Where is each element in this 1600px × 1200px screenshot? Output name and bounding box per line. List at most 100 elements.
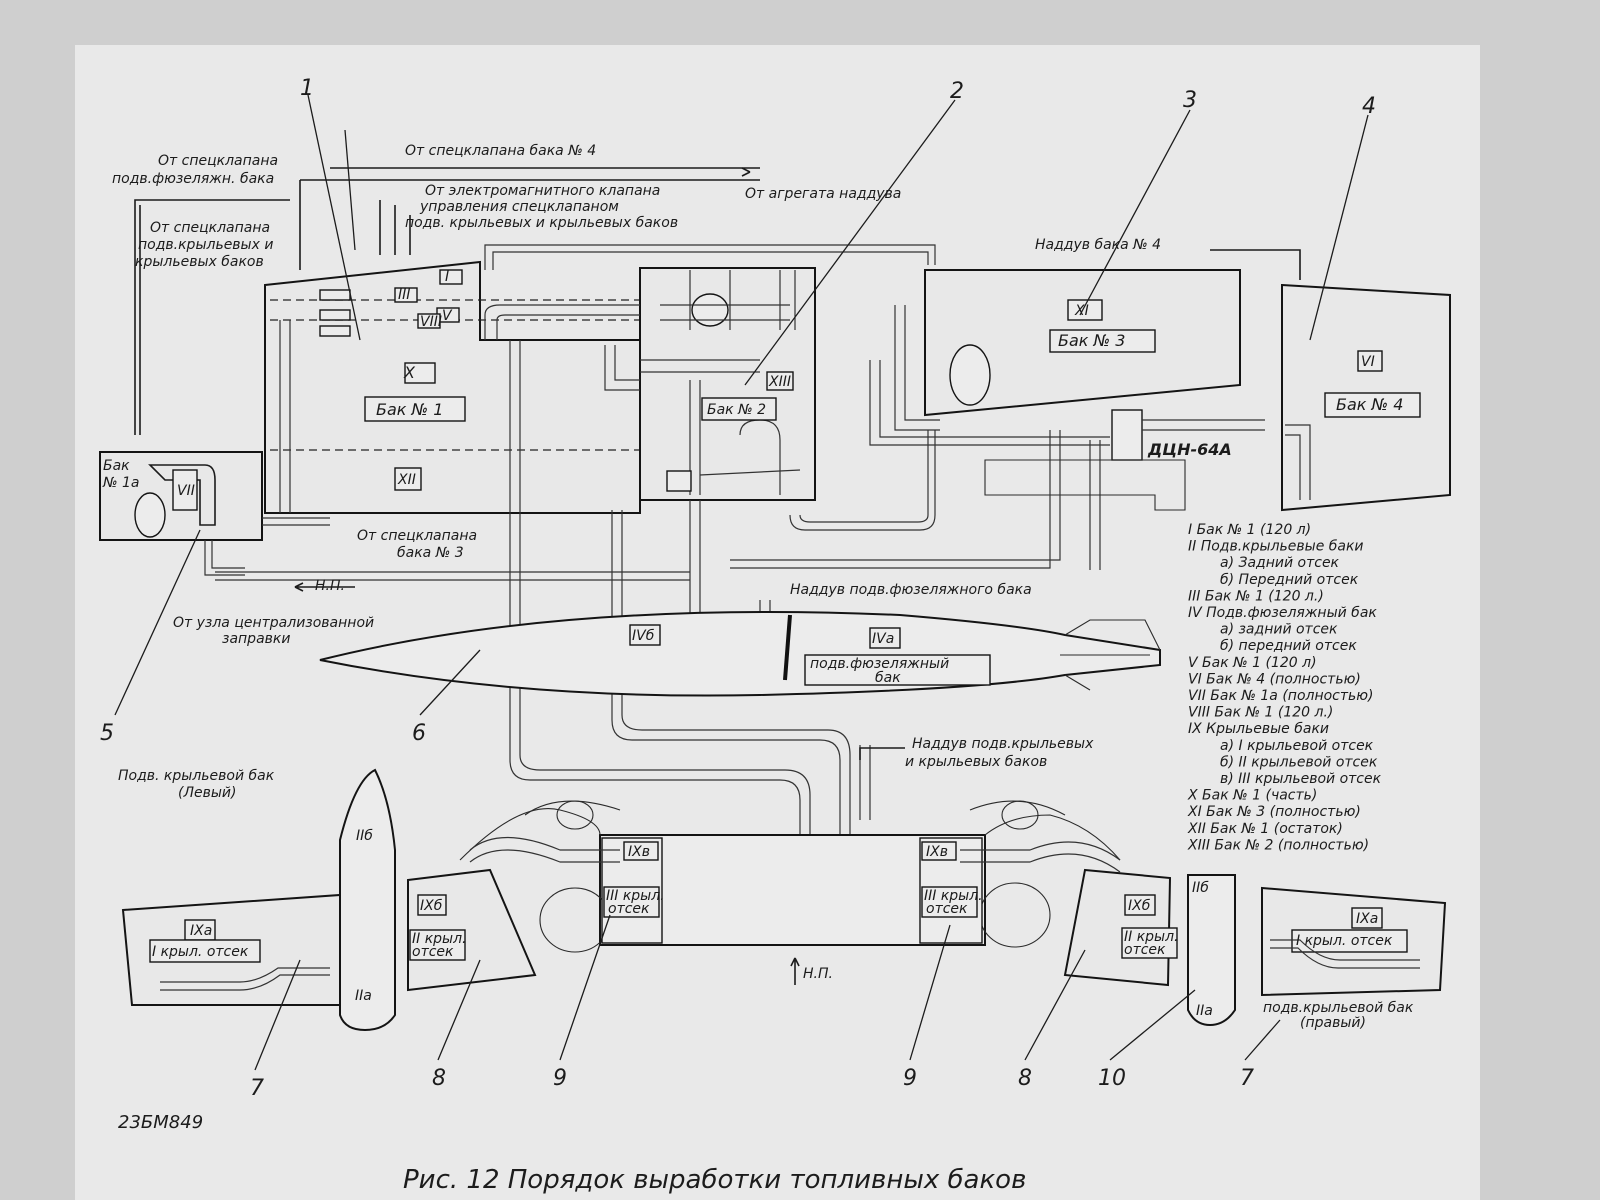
ann-elektro-3: подв. крыльевых и крыльевых баков xyxy=(405,215,678,231)
roman-xi-label: XI xyxy=(1074,303,1089,319)
ann-agregata: От агрегата наддува xyxy=(745,186,901,202)
tank-1-label: Бак № 1 xyxy=(376,400,443,419)
legend-item: III Бак № 1 (120 л.) xyxy=(1188,588,1324,604)
ann-spec-kryl-2: подв.крыльевых и xyxy=(138,237,273,253)
ann-spec-kryl-3: крыльевых баков xyxy=(135,254,264,270)
wing-section xyxy=(121,745,1447,1032)
ann-elektro-1: От электромагнитного клапана xyxy=(425,183,660,199)
legend-item: II Подв.крыльевые баки xyxy=(1188,539,1364,555)
legend-item: XII Бак № 1 (остаток) xyxy=(1187,821,1343,837)
dcn-pump xyxy=(984,409,1265,570)
tank-2 xyxy=(639,267,816,501)
ann-nadduv-podv-fuz: Наддув подв.фюзеляжного бака xyxy=(790,582,1032,598)
roman-iib-left: IIб xyxy=(356,828,373,844)
iii-kryl-right-2: отсек xyxy=(926,901,968,917)
tank-2-label: Бак № 2 xyxy=(707,402,766,418)
ii-kryl-right-2: отсек xyxy=(1124,942,1166,958)
ann-podv-kryl-left-1: Подв. крыльевой бак xyxy=(118,768,275,784)
ann-spec-bak3-1: От спецклапана xyxy=(357,528,477,544)
legend-item: IV Подв.фюзеляжный бак xyxy=(1188,605,1377,621)
callout-3: 3 xyxy=(1183,88,1197,113)
roman-x-label: X xyxy=(403,363,416,382)
legend-item: XIII Бак № 2 (полностью) xyxy=(1187,837,1369,853)
ann-podv-kryl-right-2: (правый) xyxy=(1300,1015,1366,1031)
roman-vi-label: VI xyxy=(1361,354,1375,370)
legend-item: а) Задний отсек xyxy=(1220,555,1340,571)
callout-7-right: 7 xyxy=(1240,1066,1254,1091)
tank-3 xyxy=(869,269,1241,446)
roman-iia-left: IIа xyxy=(355,988,372,1004)
legend-item: б) Передний отсек xyxy=(1220,572,1359,588)
ventral-tank-label-1: подв.фюзеляжный xyxy=(810,656,949,672)
tank-1a-label-2: № 1а xyxy=(102,475,140,491)
ann-spec-kryl-1: От спецклапана xyxy=(150,220,270,236)
tank-4-label: Бак № 4 xyxy=(1336,395,1403,414)
ii-kryl-right-1: II крыл. xyxy=(1124,929,1179,945)
ann-nadduv-kryl-2: и крыльевых баков xyxy=(905,754,1047,770)
callout-1: 1 xyxy=(300,76,314,101)
ii-kryl-left-1: II крыл. xyxy=(412,931,467,947)
np-top-arrow xyxy=(294,582,355,592)
roman-i-label: I xyxy=(445,269,449,285)
callout-2: 2 xyxy=(950,79,964,104)
roman-iii-label: III xyxy=(398,287,410,303)
legend: I Бак № 1 (120 л)II Подв.крыльевые бакиа… xyxy=(1187,522,1382,853)
legend-item: XI Бак № 3 (полностью) xyxy=(1187,804,1361,820)
ann-elektro-2: управления спецклапаном xyxy=(419,199,619,215)
legend-item: б) передний отсек xyxy=(1220,638,1357,654)
ann-spec-bak4: От спецклапана бака № 4 xyxy=(405,143,596,159)
roman-ixa-right: IXа xyxy=(1356,911,1378,927)
figure-caption: Рис. 12 Порядок выработки топливных бако… xyxy=(403,1165,1026,1195)
pressurization-lines xyxy=(134,167,1301,435)
roman-xiii-label: XIII xyxy=(768,374,791,390)
tank-4 xyxy=(1281,283,1451,512)
ann-spec-bak3-2: бака № 3 xyxy=(397,545,464,561)
legend-item: в) III крыльевой отсек xyxy=(1220,771,1382,787)
callout-9-right: 9 xyxy=(903,1066,917,1091)
kryl-otsek-right: I крыл. отсек xyxy=(1296,933,1393,949)
kryl-otsek-left: I крыл. отсек xyxy=(152,944,249,960)
ann-nadduv-kryl-1: Наддув подв.крыльевых xyxy=(912,736,1094,752)
tank-3-label: Бак № 3 xyxy=(1058,331,1125,350)
roman-ixb-right: IXб xyxy=(1128,898,1151,914)
legend-item: а) I крыльевой отсек xyxy=(1220,738,1374,754)
legend-item: VIII Бак № 1 (120 л.) xyxy=(1188,705,1333,721)
roman-ivb-label: IVб xyxy=(632,628,655,644)
roman-iva-label: IVа xyxy=(872,631,894,647)
legend-item: б) II крыльевой отсек xyxy=(1220,754,1378,770)
legend-item: V Бак № 1 (120 л) xyxy=(1188,655,1317,671)
callout-leaders xyxy=(114,94,1369,1071)
callout-5: 5 xyxy=(100,721,114,746)
np-bottom-arrow xyxy=(790,957,800,985)
legend-item: VI Бак № 4 (полностью) xyxy=(1188,671,1361,687)
legend-item: I Бак № 1 (120 л) xyxy=(1188,522,1311,538)
roman-ixv-left: IXв xyxy=(628,844,650,860)
roman-ixb-left: IXб xyxy=(420,898,443,914)
legend-item: IX Крыльевые баки xyxy=(1188,721,1329,737)
tank-1 xyxy=(264,260,641,545)
legend-item: а) задний отсек xyxy=(1220,622,1338,638)
ann-uzla-1: От узла централизованной xyxy=(173,615,374,631)
callout-9-left: 9 xyxy=(553,1066,567,1091)
roman-viii-label: VIII xyxy=(420,314,442,330)
callout-6: 6 xyxy=(412,721,426,746)
ventral-tank-label-2: бак xyxy=(875,670,901,686)
ventral-drop-tank xyxy=(319,611,1161,697)
callout-4: 4 xyxy=(1362,94,1376,119)
roman-iia-right: IIа xyxy=(1196,1003,1213,1019)
ann-podv-kryl-right-1: подв.крыльевой бак xyxy=(1263,1000,1414,1016)
transfer-pipe xyxy=(484,304,640,340)
iii-kryl-left-2: отсек xyxy=(608,901,650,917)
ann-podv-kryl-left-2: (Левый) xyxy=(178,785,236,801)
dcn-label: ДЦН-64А xyxy=(1147,440,1232,459)
iii-kryl-right-1: III крыл. xyxy=(924,888,983,904)
tank-1a-label-1: Бак xyxy=(103,458,130,474)
ann-nadduv-bak4: Наддув бака № 4 xyxy=(1035,237,1161,253)
legend-item: X Бак № 1 (часть) xyxy=(1187,788,1317,804)
roman-iib-right: IIб xyxy=(1192,880,1209,896)
tank-1a xyxy=(99,451,330,576)
ann-spec-podv-fuz-1: От спецклапана xyxy=(158,153,278,169)
roman-ixv-right: IXв xyxy=(926,844,948,860)
roman-vii-label: VII xyxy=(177,483,195,499)
